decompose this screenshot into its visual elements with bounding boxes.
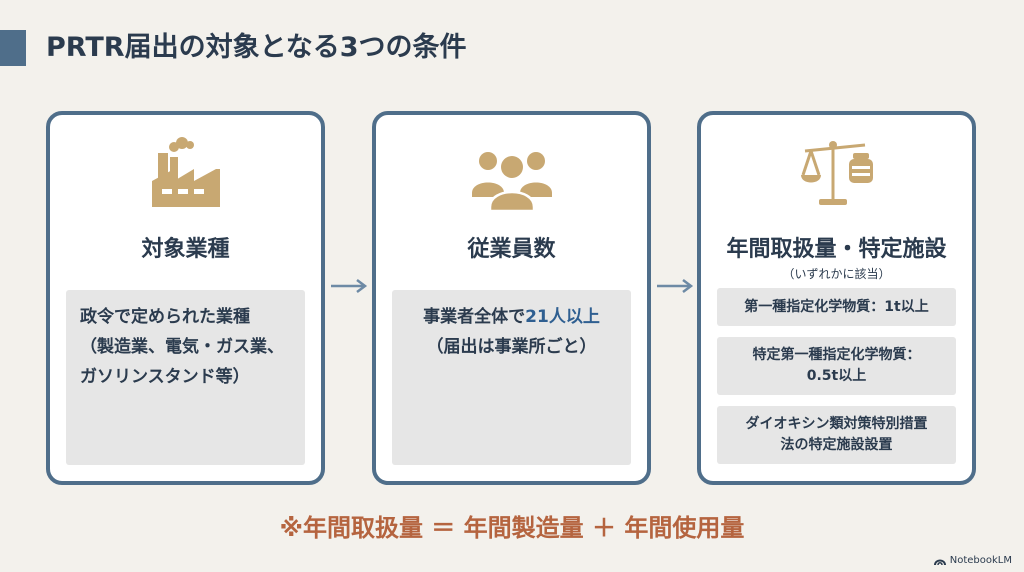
card-heading: 対象業種 <box>141 237 230 262</box>
notebooklm-logo-icon <box>933 559 946 565</box>
card-heading: 従業員数 <box>467 237 556 262</box>
condition-text: 特定第一種指定化学物質： <box>752 347 921 363</box>
card-heading: 年間取扱量・特定施設 <box>726 237 947 262</box>
condition-text: 0.5t以上 <box>806 368 867 384</box>
condition-item: 第一種指定化学物質：1t以上 <box>717 288 956 326</box>
criteria-box: 政令で定められた業種 （製造業、電気・ガス業、 ガソリンスタンド等） <box>66 290 305 465</box>
criteria-box: 事業者全体で21人以上 （届出は事業所ごと） <box>392 290 631 465</box>
condition-text: ダイオキシン類対策特別措置 <box>745 416 928 432</box>
criteria-text: 事業者全体で <box>423 307 526 327</box>
scale-icon <box>800 141 873 205</box>
condition-card-quantity: 年間取扱量・特定施設 （いずれかに該当） 第一種指定化学物質：1t以上 特定第一… <box>697 111 976 485</box>
criteria-line: （届出は事業所ごと） <box>426 337 597 357</box>
card-subheading: （いずれかに該当） <box>782 267 891 281</box>
employee-threshold: 21人以上 <box>525 307 600 327</box>
brand-watermark: NotebookLM <box>933 555 1012 566</box>
title-accent-bar <box>0 30 26 66</box>
criteria-line: ガソリンスタンド等） <box>80 367 250 387</box>
people-icon <box>471 152 552 211</box>
condition-item: 特定第一種指定化学物質： 0.5t以上 <box>717 337 956 395</box>
condition-text: 第一種指定化学物質：1t以上 <box>744 298 929 315</box>
factory-icon <box>151 137 220 207</box>
footnote-formula: ※年間取扱量 ＝ 年間製造量 ＋ 年間使用量 <box>279 514 745 542</box>
brand-name: NotebookLM <box>949 555 1012 566</box>
condition-card-employees: 従業員数 事業者全体で21人以上 （届出は事業所ごと） <box>372 111 651 485</box>
page-title: PRTR届出の対象となる3つの条件 <box>46 32 467 63</box>
condition-text: 法の特定施設設置 <box>780 437 893 453</box>
criteria-line: 政令で定められた業種 <box>80 307 250 327</box>
arrow-right-icon <box>331 279 368 293</box>
criteria-line: 事業者全体で21人以上 <box>406 302 617 332</box>
condition-list: 第一種指定化学物質：1t以上 特定第一種指定化学物質： 0.5t以上 ダイオキシ… <box>717 288 956 475</box>
condition-card-industry: 対象業種 政令で定められた業種 （製造業、電気・ガス業、 ガソリンスタンド等） <box>46 111 325 485</box>
criteria-line: （製造業、電気・ガス業、 <box>80 337 284 357</box>
condition-item: ダイオキシン類対策特別措置 法の特定施設設置 <box>717 406 956 464</box>
arrow-right-icon <box>657 279 694 293</box>
